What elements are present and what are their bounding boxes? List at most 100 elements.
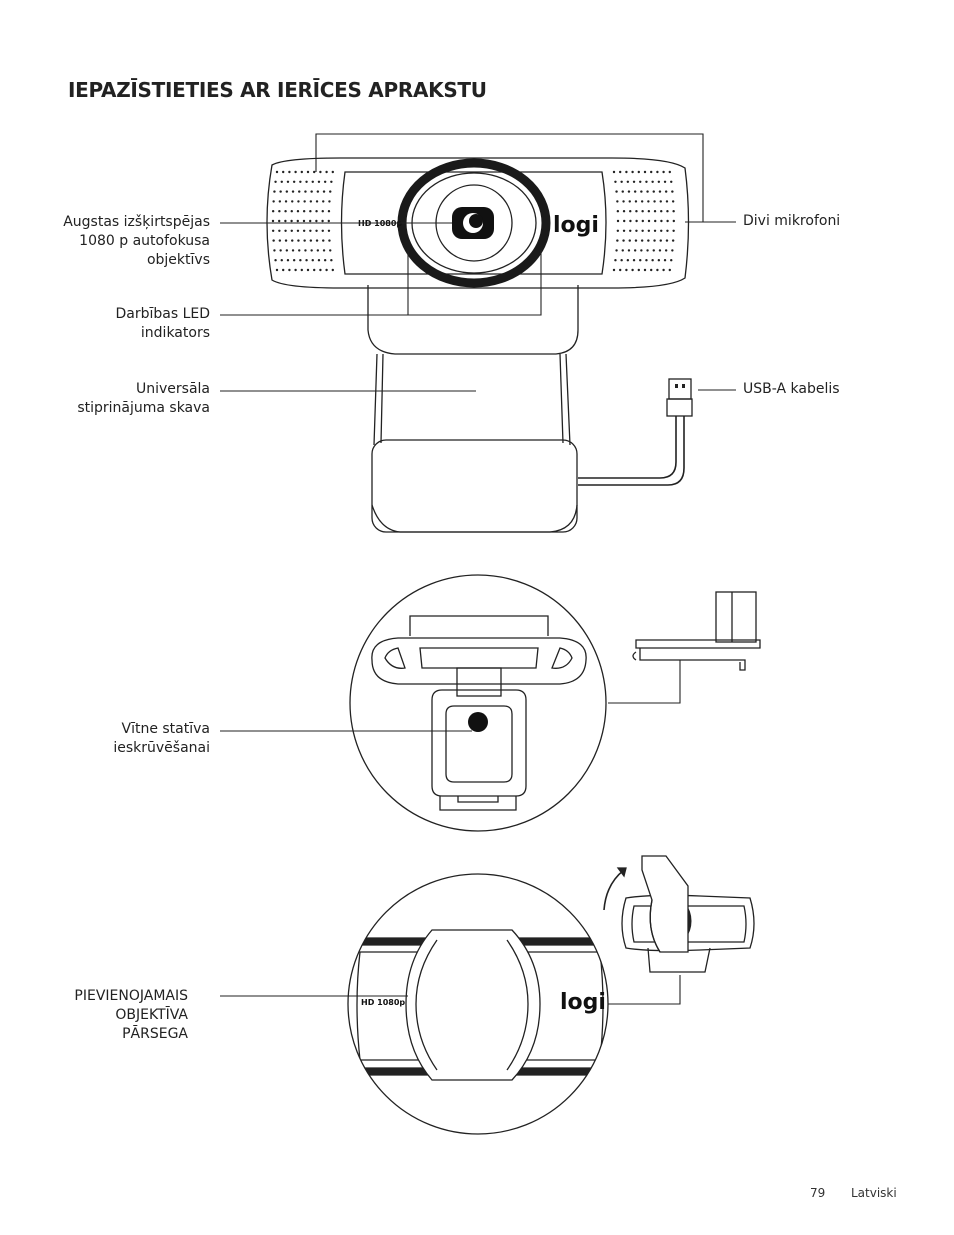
- mic-dot: [658, 190, 662, 193]
- mic-dot: [645, 259, 648, 262]
- mic-dot: [294, 170, 297, 174]
- mic-dot: [272, 239, 275, 242]
- mic-dot: [321, 229, 324, 232]
- mic-dot: [671, 200, 675, 203]
- mic-dot: [327, 210, 331, 213]
- mic-dot: [286, 180, 290, 183]
- mic-dot: [285, 249, 289, 252]
- mic-dot: [633, 190, 637, 193]
- mic-dot: [668, 268, 671, 272]
- mic-dot: [284, 210, 287, 213]
- mic-dot: [653, 200, 656, 203]
- mic-dot: [282, 170, 285, 174]
- mic-dot: [321, 210, 324, 213]
- logi-logo: logi: [553, 213, 599, 238]
- mic-dot: [329, 249, 332, 252]
- mic-dot: [302, 219, 306, 223]
- mic-dot: [631, 268, 634, 272]
- mic-dot: [666, 229, 669, 232]
- lens-label: Augstas izšķirtspējas 1080 p autofokusa …: [63, 214, 210, 268]
- mic-dot: [647, 239, 650, 242]
- mic-dot: [316, 190, 320, 193]
- mic-dot: [313, 170, 316, 174]
- mic-dot: [660, 219, 663, 223]
- mic-dot: [273, 190, 276, 193]
- mic-dot: [302, 210, 306, 213]
- mic-dot: [616, 219, 620, 223]
- mic-dot: [298, 190, 301, 193]
- mic-dot: [622, 229, 626, 232]
- mic-dot: [641, 219, 644, 223]
- mic-dot: [325, 268, 328, 272]
- tripod-thread-illustration: [349, 574, 761, 832]
- mic-dot: [278, 229, 281, 232]
- mic-dot: [327, 219, 330, 223]
- mic-dot: [275, 268, 279, 272]
- mic-dot: [620, 259, 623, 262]
- mic-dot: [612, 170, 616, 174]
- mic-dot: [647, 219, 651, 223]
- mic-dot: [291, 239, 294, 242]
- mic-dot: [275, 170, 279, 174]
- mic-dot: [627, 190, 631, 193]
- mic-dot: [651, 259, 654, 262]
- mic-dot: [625, 268, 628, 272]
- mic-dot: [659, 239, 662, 242]
- mic-dot: [622, 200, 625, 203]
- mic-dot: [635, 229, 638, 232]
- mic-dot: [672, 219, 675, 223]
- mic-dot: [656, 268, 659, 272]
- mic-dot: [299, 180, 302, 183]
- mic-dot: [635, 219, 638, 223]
- mic-dot: [306, 170, 310, 174]
- mic-dot: [634, 200, 638, 203]
- mic-dot: [614, 259, 617, 262]
- mic-dot: [315, 239, 319, 242]
- mic-dot: [643, 268, 647, 272]
- mic-dot: [664, 190, 668, 193]
- mic-dot: [662, 268, 665, 272]
- mic-dot: [280, 259, 283, 262]
- mic-dot: [625, 170, 628, 174]
- webcam-front-illustration: HD 1080p logi: [266, 133, 704, 533]
- mic-dot: [616, 200, 619, 203]
- mic-dot: [671, 249, 674, 252]
- mic-dot: [290, 219, 293, 223]
- mic-dot: [622, 239, 625, 242]
- mic-dot: [637, 170, 640, 174]
- page-number: 79: [810, 1186, 826, 1200]
- mic-dot: [319, 170, 322, 174]
- right-microphone-grille: [612, 170, 675, 272]
- mic-dot: [272, 200, 275, 203]
- mic-dot: [665, 200, 669, 203]
- mic-dot: [284, 239, 288, 242]
- mic-dot: [316, 249, 320, 252]
- mic-dot: [315, 229, 318, 232]
- mic-dot: [329, 190, 332, 193]
- mic-dot: [629, 219, 632, 223]
- mic-dot: [305, 259, 308, 262]
- mic-dot: [271, 229, 275, 232]
- mic-dot: [653, 229, 657, 232]
- mic-dot: [288, 268, 291, 272]
- mic-dot: [297, 239, 300, 242]
- tripod-label: Vītne statīva ieskrūvēšanai: [113, 721, 210, 756]
- mic-dot: [322, 239, 325, 242]
- mic-dot: [640, 239, 644, 242]
- mic-dot: [309, 219, 312, 223]
- mic-dot: [278, 210, 281, 213]
- mic-dot: [621, 190, 624, 193]
- mic-dot: [323, 180, 327, 183]
- hd-marking-cover: HD 1080p: [361, 998, 405, 1007]
- mic-dot: [290, 210, 293, 213]
- mic-dot: [317, 259, 321, 262]
- mic-dot: [300, 170, 303, 174]
- mic-dot: [279, 190, 282, 193]
- mic-dot: [328, 239, 331, 242]
- mic-dot: [641, 210, 644, 213]
- mic-dot: [321, 219, 324, 223]
- mic-dot: [662, 170, 665, 174]
- mic-dot: [660, 210, 663, 213]
- mic-dot: [291, 190, 295, 193]
- mic-dot: [282, 268, 285, 272]
